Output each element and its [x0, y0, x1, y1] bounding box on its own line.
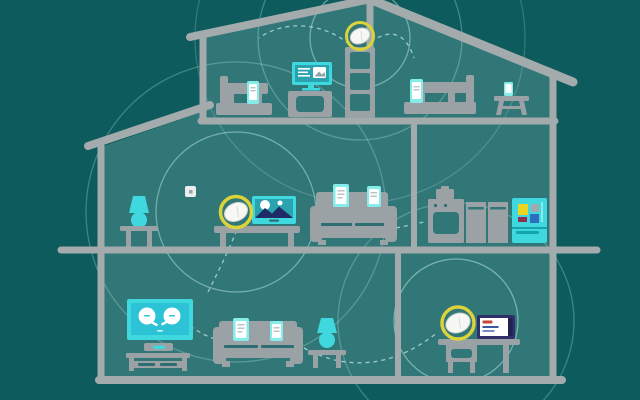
- stove-oven: [428, 199, 464, 243]
- wifi-highlight-ring: [440, 305, 476, 341]
- wifi-highlight-ring: [345, 21, 375, 51]
- football-helmet-left: [138, 307, 158, 327]
- living-room: [120, 184, 397, 248]
- attic-bedroom-right: [404, 75, 529, 115]
- tv-cabinet: [288, 91, 332, 117]
- phone-on-table: [504, 82, 513, 96]
- home-office: [438, 315, 520, 373]
- house-interior: [101, 0, 553, 380]
- fridge-magnet-gray: [531, 204, 539, 212]
- fridge-magnet-yellow: [518, 204, 528, 215]
- roof-left-slope: [186, 0, 375, 41]
- tablets-on-sofa: [233, 318, 283, 341]
- pot-on-stove: [436, 186, 454, 199]
- mesh-node-icon: [445, 312, 471, 334]
- refrigerator: [512, 198, 547, 243]
- kitchen-cabinet-2: [488, 202, 508, 243]
- left-section-roof: [84, 101, 214, 150]
- house-structure: [57, 0, 601, 384]
- attic-bedroom-left: [216, 62, 332, 117]
- fridge-magnet-maroon: [518, 217, 527, 222]
- wifi-unit-living-room: [218, 194, 254, 230]
- sofa: [310, 192, 397, 245]
- tv-stand: [126, 353, 190, 371]
- monitor-webpage: [477, 315, 515, 339]
- table-lamp: [129, 196, 149, 228]
- tv-showing-photo: [252, 196, 296, 224]
- football-helmet-right: [161, 307, 181, 326]
- mesh-node-icon: [349, 27, 371, 45]
- fridge-magnet-blue: [530, 214, 539, 223]
- wall-outlet-icon: [185, 186, 196, 197]
- mesh-node-icon: [223, 201, 249, 223]
- side-table: [494, 96, 529, 115]
- table-lamp: [317, 318, 337, 348]
- lamp-side-table: [308, 350, 346, 368]
- soundbar: [144, 343, 173, 351]
- media-room: [126, 299, 346, 371]
- tablet-on-bed: [410, 79, 423, 103]
- kitchen: [428, 186, 547, 243]
- wifi-unit-office: [440, 305, 476, 341]
- kitchen-cabinet-1: [466, 202, 486, 243]
- tv-with-media-screen: [292, 62, 332, 91]
- roof-right-slope: [362, 0, 578, 87]
- tablets-on-sofa: [333, 184, 381, 207]
- wifi-unit-attic: [345, 21, 375, 118]
- lamp-side-table: [120, 226, 158, 248]
- tv-football-game: [127, 299, 193, 340]
- attic-shelf-column: [345, 47, 375, 118]
- wifi-highlight-ring: [218, 194, 254, 230]
- tablet-on-bed: [247, 81, 259, 104]
